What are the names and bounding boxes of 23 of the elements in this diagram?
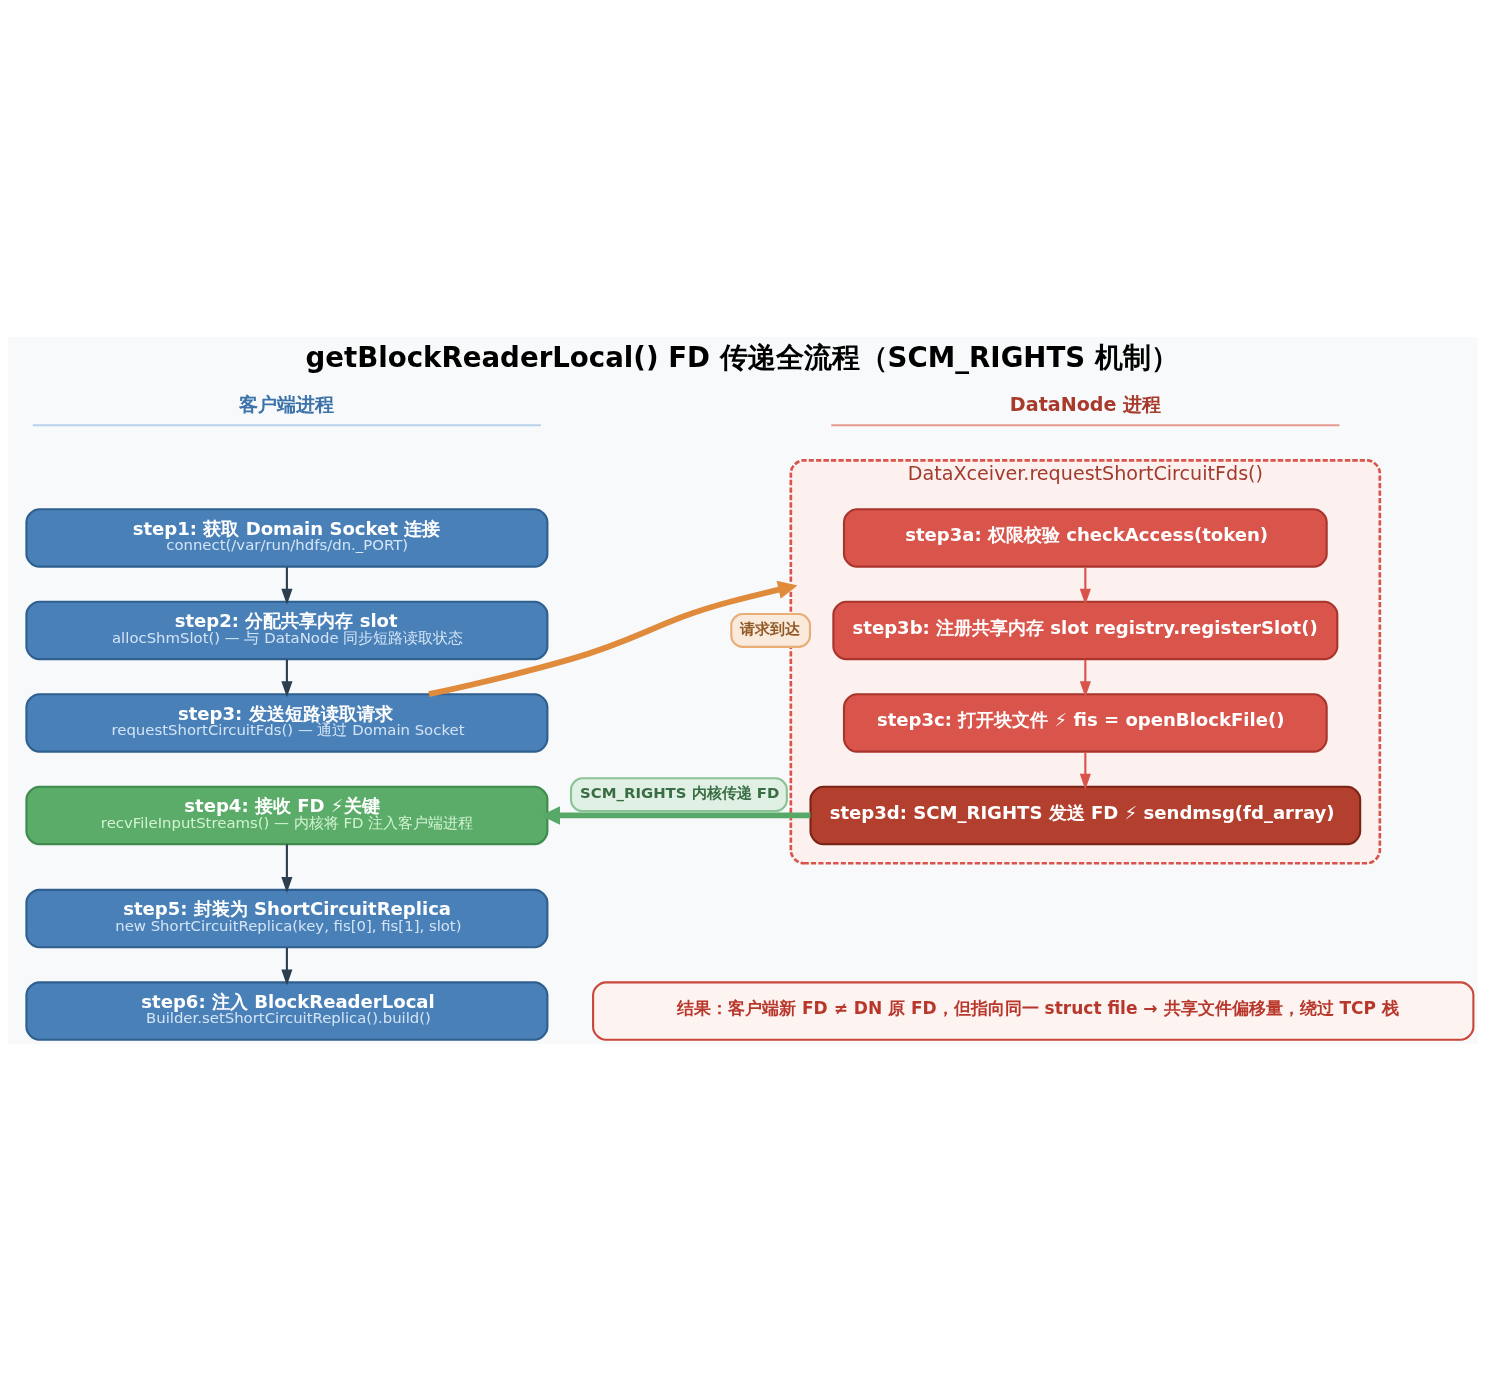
arrow (281, 566, 293, 605)
node-box: step3b: 注册共享内存 slot registry.registerSlot() (832, 600, 1339, 660)
node-box: step4: 接收 FD ⚡关键 recvFileInputStreams() — 内核将 FD 注入客户端进程 (25, 785, 549, 845)
node-box: step3a: 权限校验 checkAccess(token) (842, 507, 1328, 568)
arrow (281, 947, 293, 985)
label: DataNode 进程 (1009, 392, 1162, 416)
arrow (1079, 751, 1091, 790)
node-box: step2: 分配共享内存 slot allocShmSlot() — 与 DataNode 同步短路读取状态 (25, 600, 549, 660)
diagram-title: getBlockReaderLocal() FD 传递全流程（SCM_RIGHTS 机制） (305, 340, 1179, 374)
node-box: step1: 获取 Domain Socket 连接 connect(/var/run/hdfs/dn._PORT) (25, 507, 549, 568)
node-box: step6: 注入 BlockReaderLocal Builder.setShortCircuitReplica().build() (25, 980, 549, 1041)
label: 客户端进程 (238, 392, 334, 416)
arrow (281, 843, 293, 893)
node-box: step3d: SCM_RIGHTS 发送 FD ⚡ sendmsg(fd_array) (809, 785, 1362, 845)
node-box: step3c: 打开块文件 ⚡ fis = openBlockFile() (842, 692, 1328, 753)
arrow (1079, 659, 1091, 697)
arrow (1079, 566, 1091, 605)
edge-label: SCM_RIGHTS 内核传递 FD (580, 783, 780, 802)
arrow (428, 580, 798, 697)
node-box: 结果：客户端新 FD ≠ DN 原 FD，但指向同一 struct file → 共享文件偏移量，绕过 TCP 栈 (592, 980, 1475, 1041)
node-box: step3: 发送短路读取请求 requestShortCircuitFds() — 通过 Domain Socket (25, 692, 549, 753)
arrow (281, 659, 293, 697)
node-box: step5: 封装为 ShortCircuitReplica new ShortCircuitReplica(key, fis[0], fis[1], slot) (25, 888, 549, 948)
